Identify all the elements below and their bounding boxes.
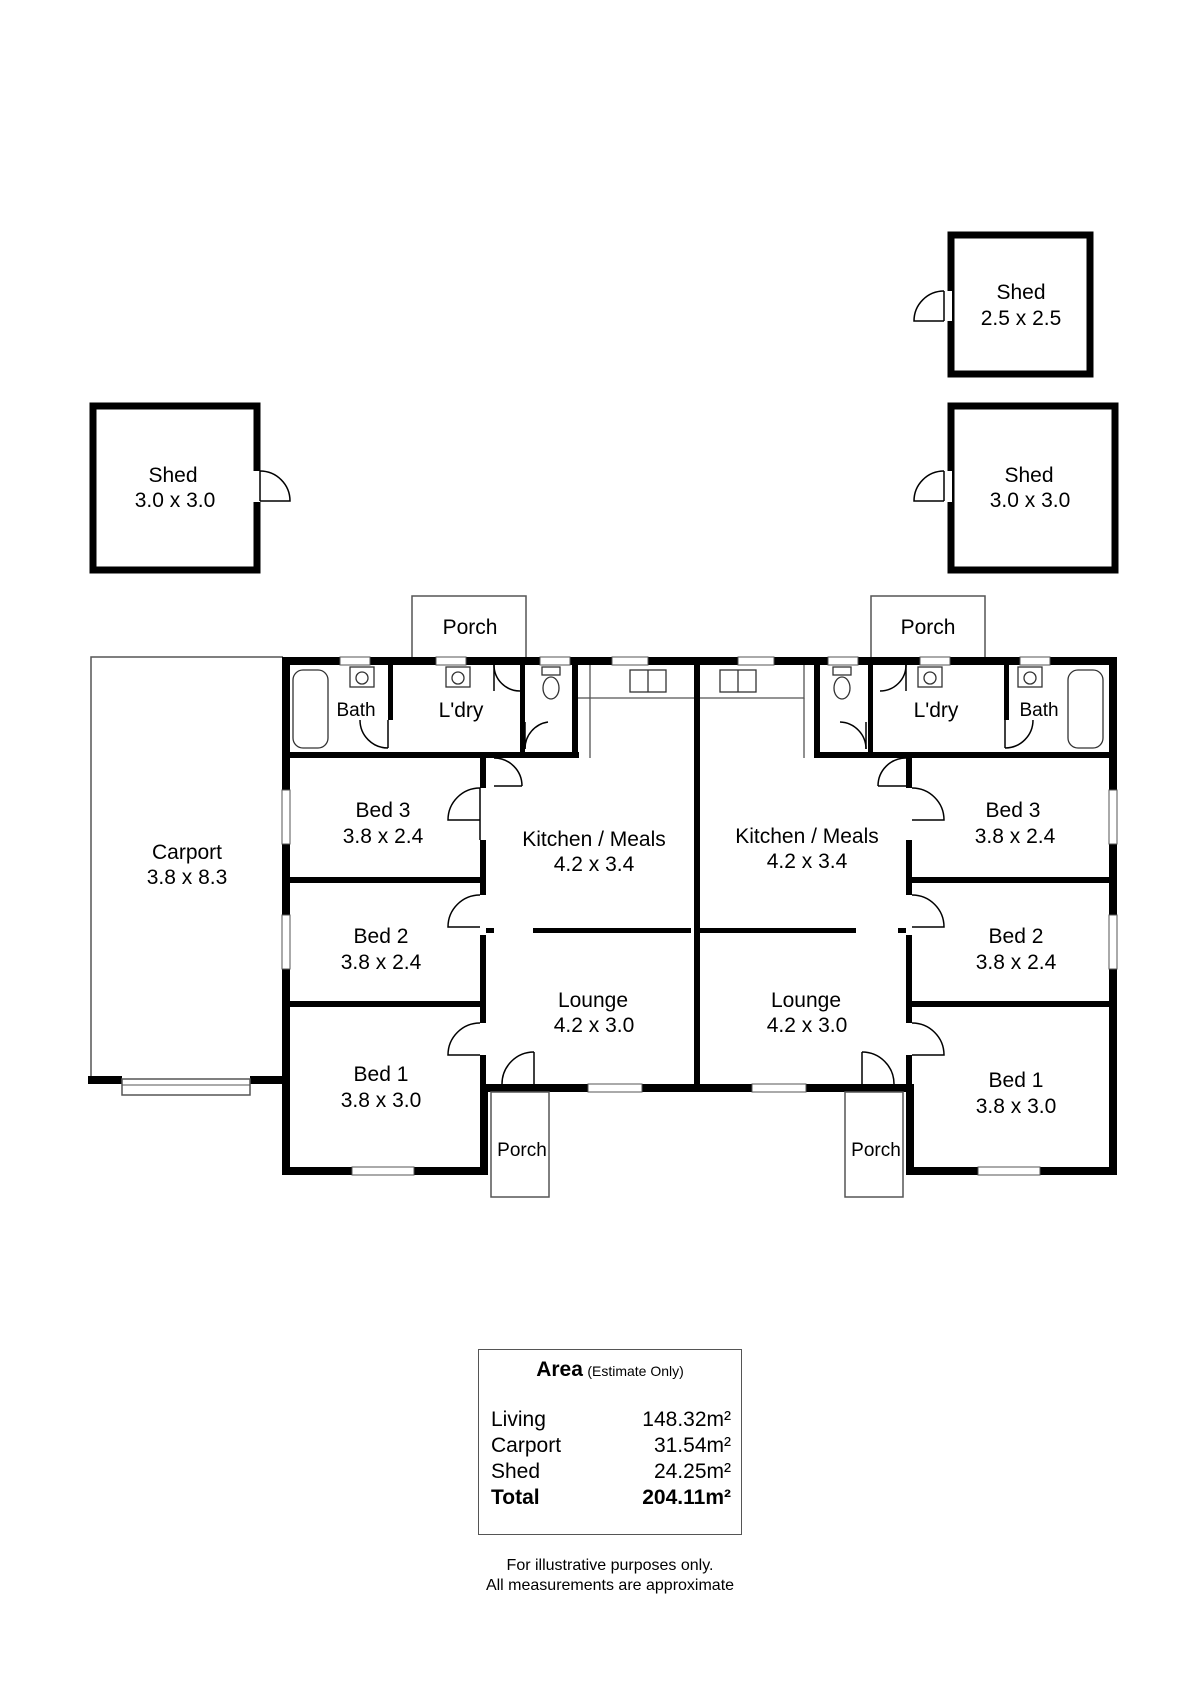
door-swings: [359, 664, 1034, 1085]
bed1-left-dims: 3.8 x 3.0: [341, 1089, 422, 1112]
carport-name: Carport: [152, 841, 222, 864]
shed-top-right-name: Shed: [996, 281, 1045, 304]
area-row-value: 148.32m²: [642, 1408, 731, 1431]
disclaimer: For illustrative purposes only. All meas…: [380, 1556, 840, 1596]
area-row-label: Living: [491, 1408, 546, 1431]
interior-walls: [282, 657, 1117, 1092]
kitchen-left-dims: 4.2 x 3.4: [554, 853, 635, 876]
porch-top-left-label: Porch: [443, 616, 498, 639]
room-labels: Shed 2.5 x 2.5 Shed 3.0 x 3.0 Shed 3.0 x…: [135, 281, 1071, 1161]
lounge-right-dims: 4.2 x 3.0: [767, 1014, 848, 1037]
bath-right-label: Bath: [1019, 700, 1058, 721]
carport-dims: 3.8 x 8.3: [147, 866, 228, 889]
lounge-right-name: Lounge: [771, 989, 841, 1012]
shed-top-right: [913, 231, 1094, 378]
area-row-label: Carport: [491, 1434, 562, 1457]
area-row-label: Shed: [491, 1460, 541, 1483]
laundry-left-label: L'dry: [439, 699, 484, 722]
area-total-label: Total: [491, 1486, 540, 1509]
porch-top-right-label: Porch: [901, 616, 956, 639]
toilet-icon: [541, 666, 852, 700]
area-row-carport: Carport 31.54m²: [491, 1434, 731, 1460]
kitchen-benches: [578, 665, 805, 758]
bed3-right-dims: 3.8 x 2.4: [975, 825, 1056, 848]
kitchen-right-dims: 4.2 x 3.4: [767, 850, 848, 873]
area-row-living: Living 148.32m²: [491, 1408, 731, 1434]
shed-right: [913, 402, 1119, 574]
area-total-value: 204.11m²: [642, 1486, 731, 1509]
lounge-left-dims: 4.2 x 3.0: [554, 1014, 635, 1037]
laundry-right-label: L'dry: [914, 699, 959, 722]
bed1-left-name: Bed 1: [354, 1063, 409, 1086]
area-row-total: Total 204.11m²: [491, 1486, 731, 1512]
porch-bottom-left-label: Porch: [497, 1140, 547, 1161]
lounge-left-name: Lounge: [558, 989, 628, 1012]
bed3-left-dims: 3.8 x 2.4: [343, 825, 424, 848]
bed3-right-name: Bed 3: [986, 799, 1041, 822]
shed-left: [89, 402, 291, 574]
shed-right-name: Shed: [1004, 464, 1053, 487]
bed2-right-dims: 3.8 x 2.4: [976, 951, 1057, 974]
bath-icon: [292, 669, 1104, 749]
area-subtitle-text: (Estimate Only): [587, 1363, 684, 1379]
area-title: Area (Estimate Only): [479, 1358, 741, 1382]
area-row-value: 31.54m²: [653, 1434, 731, 1457]
carport: [88, 656, 284, 1096]
bed2-right-name: Bed 2: [989, 925, 1044, 948]
shed-left-dims: 3.0 x 3.0: [135, 489, 216, 512]
area-row-shed: Shed 24.25m²: [491, 1460, 731, 1486]
bed2-left-name: Bed 2: [354, 925, 409, 948]
porch-bottom-right-label: Porch: [851, 1140, 901, 1161]
bed2-left-dims: 3.8 x 2.4: [341, 951, 422, 974]
area-summary: Area (Estimate Only) Living 148.32m² Car…: [478, 1349, 742, 1535]
shed-right-dims: 3.0 x 3.0: [990, 489, 1071, 512]
sink-icon: [349, 666, 1043, 693]
porch-bottom-left-outline: [490, 1091, 550, 1198]
disclaimer-line-2: All measurements are approximate: [485, 1577, 735, 1594]
bed3-left-name: Bed 3: [356, 799, 411, 822]
shed-top-right-dims: 2.5 x 2.5: [981, 307, 1062, 330]
area-title-text: Area: [536, 1358, 583, 1381]
bed1-right-name: Bed 1: [989, 1069, 1044, 1092]
bed1-right-dims: 3.8 x 3.0: [976, 1095, 1057, 1118]
bath-left-label: Bath: [336, 700, 375, 721]
disclaimer-line-1: For illustrative purposes only.: [506, 1557, 714, 1574]
porch-bottom-right-outline: [844, 1091, 904, 1198]
shed-left-name: Shed: [148, 464, 197, 487]
kitchen-right-name: Kitchen / Meals: [735, 825, 879, 848]
kitchen-left-name: Kitchen / Meals: [522, 828, 666, 851]
area-row-value: 24.25m²: [653, 1460, 731, 1483]
windows: [281, 656, 1118, 1176]
